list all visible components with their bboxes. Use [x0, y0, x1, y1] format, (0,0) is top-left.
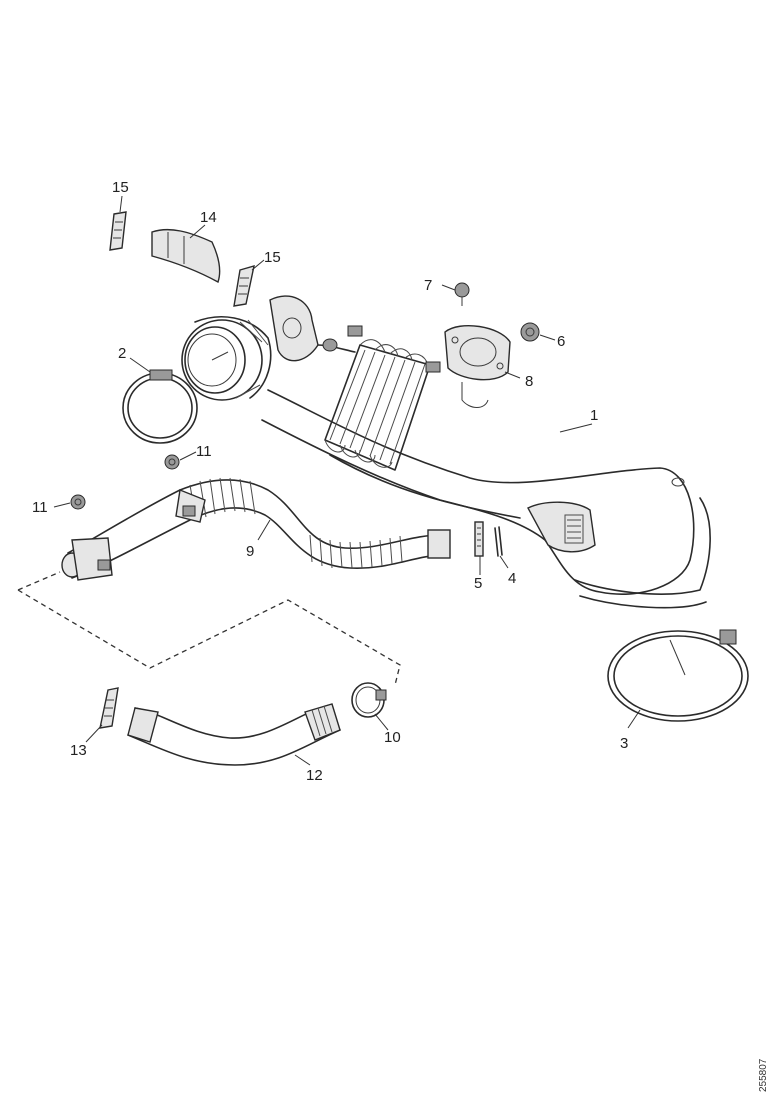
part-4-o-ring — [494, 526, 503, 557]
callout-5: 5 — [474, 575, 482, 592]
part-1-intake-pipe — [261, 389, 711, 609]
part-9-hose — [61, 477, 451, 581]
callout-9: 9 — [246, 543, 254, 560]
callout-15-lower: 15 — [264, 249, 281, 266]
callout-14: 14 — [200, 209, 217, 226]
callout-12: 12 — [306, 767, 323, 784]
part-5-clip — [474, 521, 484, 557]
part-11-nut-lower — [70, 494, 86, 510]
drawing-code: 255807 — [758, 1058, 769, 1092]
callout-10: 10 — [384, 729, 401, 746]
callout-2: 2 — [118, 345, 126, 362]
corrugated-bellows — [324, 325, 441, 471]
inlet-ring — [181, 316, 272, 401]
part-8-gasket — [444, 325, 511, 408]
part-15-clip-lower — [233, 265, 255, 307]
part-6-nut — [520, 322, 540, 342]
part-12-hose — [127, 703, 341, 766]
part-14-sleeve — [151, 228, 221, 284]
leader-lines — [53, 195, 641, 766]
callout-6: 6 — [557, 333, 565, 350]
part-10-hose-clamp — [351, 682, 387, 718]
elbow-connector — [269, 295, 356, 362]
callout-11-upper: 11 — [196, 443, 212, 460]
callout-15-upper: 15 — [112, 179, 129, 196]
part-7-bolt — [454, 282, 470, 306]
callout-3: 3 — [620, 735, 628, 752]
callouts: 1 2 3 4 5 6 7 8 9 10 11 11 12 13 14 15 1… — [32, 179, 628, 784]
part-2-hose-clamp — [122, 369, 198, 444]
callout-7: 7 — [424, 277, 432, 294]
part-11-nut-upper — [164, 454, 180, 470]
callout-4: 4 — [508, 570, 516, 587]
callout-11-lower: 11 — [32, 499, 48, 516]
callout-8: 8 — [525, 373, 533, 390]
assembly-lines — [17, 571, 401, 686]
part-15-clip-upper — [109, 211, 127, 251]
callout-1: 1 — [590, 407, 598, 424]
part-13-clip — [99, 687, 119, 729]
callout-13: 13 — [70, 742, 87, 759]
part-3-hose-clamp — [607, 629, 749, 722]
